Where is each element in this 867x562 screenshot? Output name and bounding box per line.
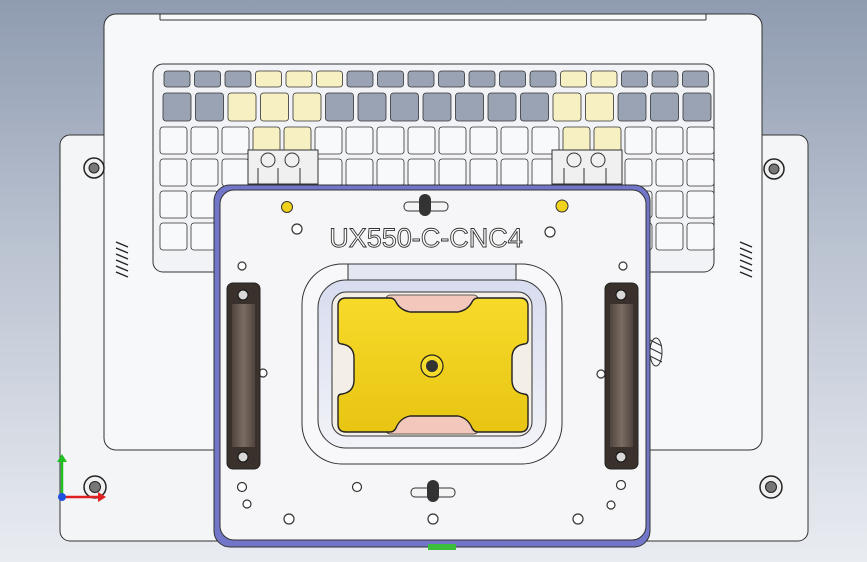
keycap [500,158,529,187]
keycap [499,70,526,88]
keycap [651,70,679,88]
vent-right-icon [739,241,753,278]
clamp-rail-icon [604,282,639,470]
keycap [531,126,560,155]
keycap [407,158,436,187]
keycap [376,158,405,187]
ground-marker [428,544,456,550]
keycap [455,92,484,122]
keycap [292,92,322,122]
axis-triad-icon [57,454,106,502]
keycap [590,70,618,88]
keycap [529,70,557,88]
plate-holes [236,223,628,525]
keycap [621,70,648,88]
keycap [686,222,715,251]
screw-icon [759,475,783,499]
keycap [255,70,282,88]
keycap [560,70,587,88]
keycap [438,158,467,187]
keycap [686,158,715,187]
keycap [407,126,436,155]
engraved-part-number: UX550-C-CNC4 [329,223,523,253]
keycap [316,70,343,88]
keycap [159,158,188,187]
clamp-pin-icon [410,480,456,502]
keycap [260,92,289,122]
keycap [686,190,715,219]
keycap [227,92,257,122]
screw-icon [83,475,107,499]
keycap [221,158,250,187]
machined-part [337,297,529,433]
spring-clamp-left-icon [247,149,319,188]
keycap [357,92,387,122]
clamp-pin-icon [403,194,449,216]
keycap [624,126,653,155]
keycap [468,70,496,88]
keycap [552,92,582,122]
keycap [345,126,374,155]
keycap [221,126,250,155]
keycap [617,92,647,122]
keycap [159,190,188,219]
locator-pin-icon [281,199,569,213]
keycap [377,70,404,88]
screw-icon [83,157,105,179]
keycap [422,92,452,122]
keycap [346,70,374,88]
keycap [163,70,191,88]
keycap [487,92,517,122]
keycap [469,126,498,155]
keycap [438,126,467,155]
keycap [624,158,653,187]
keycap [390,92,419,122]
keycap [190,126,219,155]
keycap [224,70,252,88]
keycap [345,158,374,187]
keycap [585,92,614,122]
keycap [314,126,343,155]
keycap [407,70,435,88]
vent-left-icon [115,241,129,278]
keycap [682,70,709,88]
keycap [655,190,684,219]
spring-clamp-right-icon [551,149,623,188]
keycap [655,126,684,155]
keycap [194,70,221,88]
keycap [159,222,188,251]
keycap [438,70,465,88]
keycap [469,158,498,187]
keycap [686,126,715,155]
keycap [314,158,343,187]
keycap [195,92,224,122]
keycap [190,158,219,187]
keycap [285,70,313,88]
keycap [655,222,684,251]
clamp-rail-icon [226,282,261,470]
keycap [650,92,679,122]
keycap [655,158,684,187]
keycap [162,92,192,122]
keycap [520,92,549,122]
keycap [376,126,405,155]
keycap [159,126,188,155]
screw-icon [763,158,785,180]
keycap [500,126,529,155]
keycap [325,92,354,122]
keycap [682,92,712,122]
